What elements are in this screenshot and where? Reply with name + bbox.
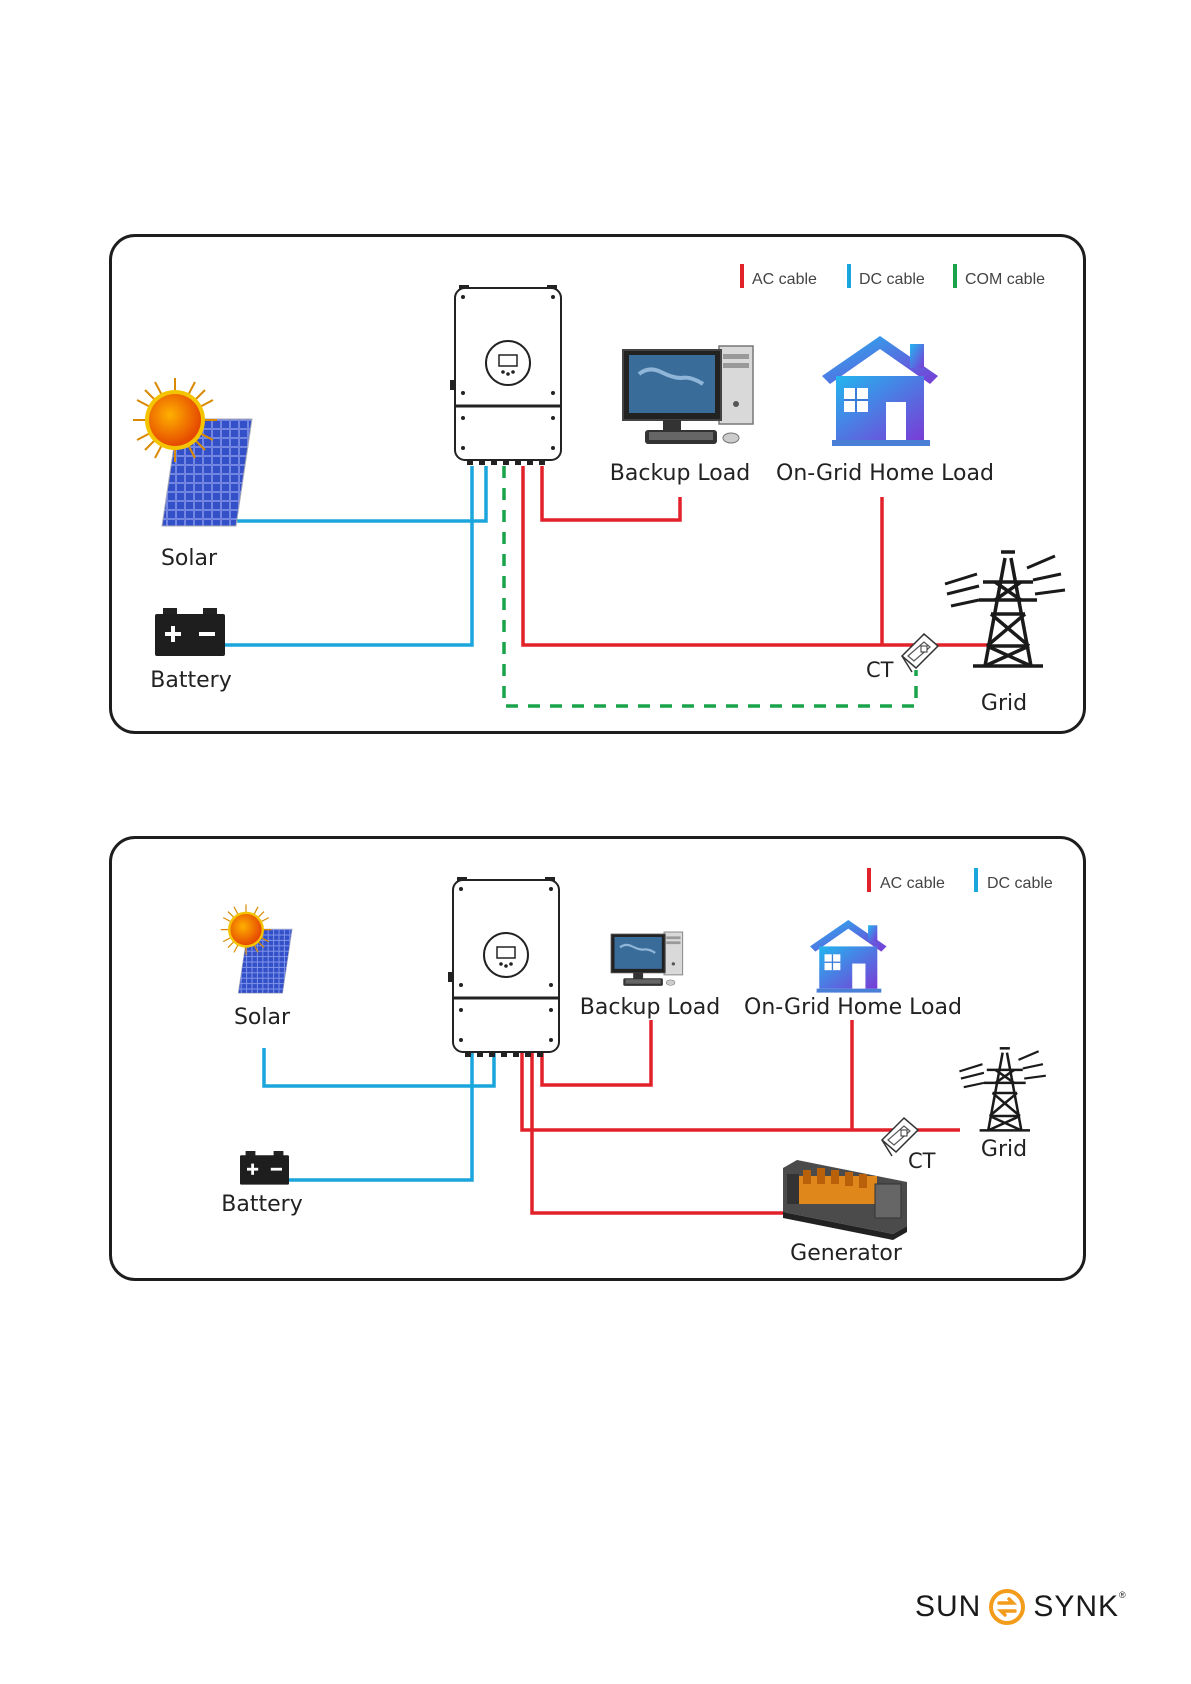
legend-ac-swatch: [740, 264, 744, 288]
generator-icon: [783, 1160, 907, 1240]
ct-label: CT: [866, 658, 894, 682]
solar-panel-icon: [133, 378, 252, 526]
pylon-icon: [959, 1048, 1045, 1130]
legend-ac-label: AC cable: [880, 875, 945, 892]
wire-battery-dc: [288, 1050, 472, 1180]
registered-mark: ®: [1119, 1590, 1127, 1600]
legend-dc-label: DC cable: [859, 271, 925, 288]
inverter-icon: [450, 285, 561, 465]
ct-label: CT: [908, 1149, 936, 1173]
generator-label: Generator: [790, 1241, 903, 1266]
legend-dc-swatch: [974, 868, 978, 892]
battery-icon: [240, 1151, 289, 1185]
sunsynk-logo: SUN SYNK ®: [915, 1582, 1127, 1632]
legend-dc-swatch: [847, 264, 851, 288]
wire-com: [504, 466, 916, 706]
solar-label: Solar: [161, 546, 218, 571]
ct-clamp-icon: [902, 634, 938, 672]
backup-load-label: Backup Load: [610, 461, 750, 486]
home-load-label: On-Grid Home Load: [776, 461, 994, 486]
solar-panel-icon: [221, 904, 292, 993]
legend-com-swatch: [953, 264, 957, 288]
brand-right-text: SYNK: [1033, 1590, 1119, 1624]
computer-icon: [623, 346, 753, 444]
computer-icon: [611, 932, 683, 986]
pylon-icon: [945, 552, 1065, 666]
house-icon: [822, 336, 938, 446]
backup-load-label: Backup Load: [580, 995, 720, 1020]
legend-ac-swatch: [867, 868, 871, 892]
inverter-icon: [448, 877, 559, 1057]
diagram-1: AC cable DC cable COM cable Solar Batter…: [133, 264, 1065, 716]
solar-label: Solar: [234, 1005, 291, 1030]
home-load-label: On-Grid Home Load: [744, 995, 962, 1020]
wire-battery-dc: [222, 466, 472, 645]
grid-label: Grid: [981, 1137, 1027, 1162]
legend-ac-label: AC cable: [752, 271, 817, 288]
battery-icon: [155, 608, 225, 656]
house-icon: [810, 920, 887, 993]
wire-grid-ac: [522, 1050, 960, 1130]
brand-left-text: SUN: [915, 1590, 981, 1624]
grid-label: Grid: [981, 691, 1027, 716]
sunsynk-mark-icon: [987, 1587, 1027, 1627]
wire-solar-dc: [224, 466, 486, 521]
diagram-2: AC cable DC cable Solar Battery Backup L…: [221, 868, 1053, 1266]
legend-dc-label: DC cable: [987, 875, 1053, 892]
wire-grid-ac: [523, 466, 990, 645]
wire-solar-dc: [264, 1048, 494, 1086]
battery-label: Battery: [150, 668, 231, 693]
legend-com-label: COM cable: [965, 271, 1045, 288]
battery-label: Battery: [221, 1192, 302, 1217]
